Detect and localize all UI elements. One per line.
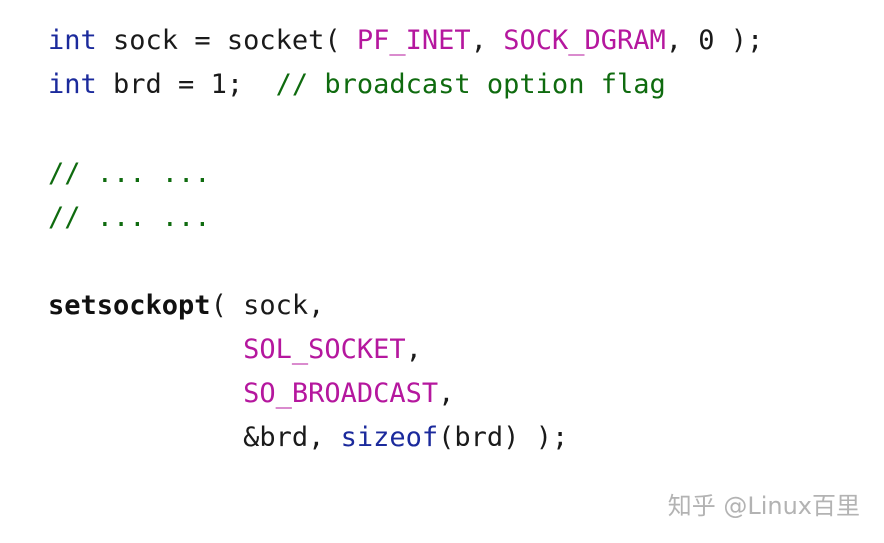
code-token-plain: (brd) );	[438, 422, 569, 453]
code-token-plain	[48, 378, 243, 409]
code-token-plain: ,	[438, 378, 455, 409]
code-token-keyword: sizeof	[340, 422, 439, 453]
code-line-4: // ... ...	[48, 152, 211, 196]
code-token-func: setsockopt	[48, 290, 211, 321]
code-token-comment: // broadcast option flag	[275, 69, 666, 100]
code-line-5: // ... ...	[48, 196, 211, 240]
code-token-plain: sock = socket(	[96, 25, 357, 56]
code-token-plain: ( sock,	[210, 290, 325, 321]
code-token-plain: , 0 );	[665, 25, 764, 56]
code-token-plain: ,	[405, 334, 422, 365]
code-token-keyword: int	[48, 69, 97, 100]
code-line-8: SOL_SOCKET,	[48, 328, 422, 372]
code-token-macro: PF_INET	[356, 25, 471, 56]
code-line-1: int sock = socket( PF_INET, SOCK_DGRAM, …	[48, 19, 763, 63]
code-token-plain: brd = 1;	[96, 69, 276, 100]
code-line-2: int brd = 1; // broadcast option flag	[48, 63, 666, 107]
code-token-plain: ,	[470, 25, 504, 56]
code-token-plain	[48, 334, 243, 365]
code-token-comment: // ... ...	[48, 202, 211, 233]
code-token-keyword: int	[48, 25, 97, 56]
code-line-9: SO_BROADCAST,	[48, 372, 454, 416]
code-line-7: setsockopt( sock,	[48, 284, 324, 328]
code-token-macro: SO_BROADCAST	[243, 378, 439, 409]
code-token-comment: // ... ...	[48, 158, 211, 189]
code-token-plain: &brd,	[48, 422, 341, 453]
watermark: 知乎 @Linux百里	[667, 492, 860, 520]
code-token-macro: SOL_SOCKET	[243, 334, 406, 365]
code-token-macro: SOCK_DGRAM	[503, 25, 666, 56]
code-line-10: &brd, sizeof(brd) );	[48, 416, 568, 460]
